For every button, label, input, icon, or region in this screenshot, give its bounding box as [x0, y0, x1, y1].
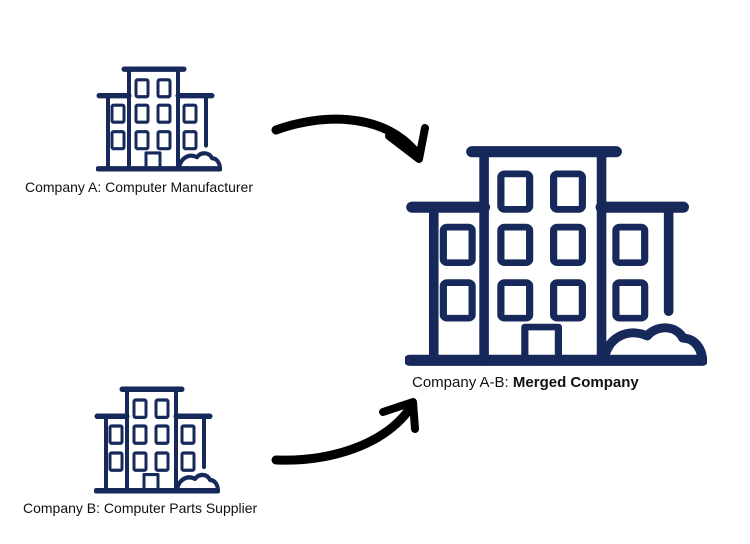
- merged-company-label-bold: Merged Company: [512, 374, 639, 391]
- company-a-label: Company A: Computer Manufacturer: [25, 179, 253, 195]
- company-b-label: Company B: Computer Parts Supplier: [23, 500, 258, 516]
- merged-company-label: Company A-B: Merged Company: [412, 374, 639, 391]
- merged-company-label-prefix: Company A-B:: [412, 374, 513, 391]
